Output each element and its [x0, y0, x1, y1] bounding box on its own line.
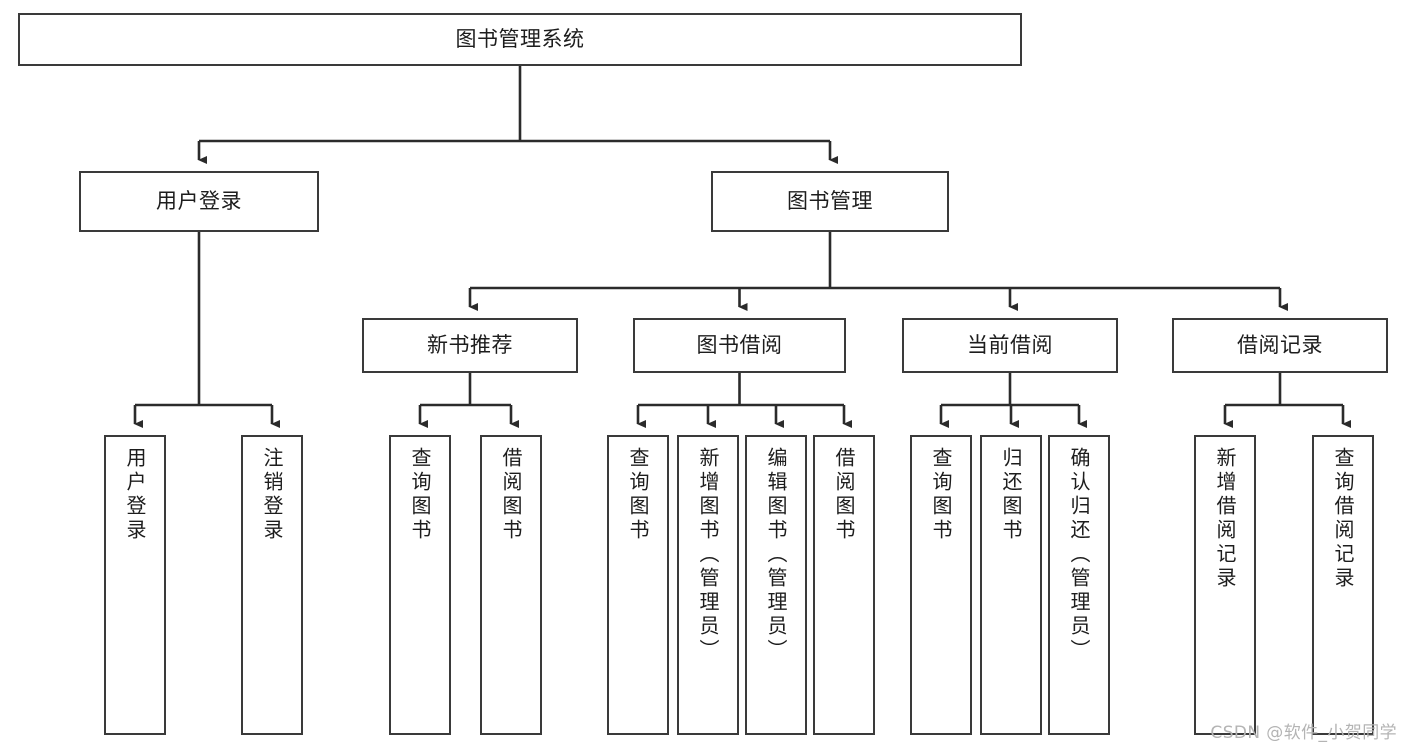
node-l3-c4[interactable]: 借阅图书 — [813, 435, 875, 735]
node-label: 图书借阅 — [696, 333, 783, 358]
watermark-label: CSDN @软件_小贺同学 — [1210, 723, 1397, 743]
node-l2-history[interactable]: 借阅记录 — [1172, 318, 1388, 373]
node-label: 编辑图书（管理员） — [764, 447, 788, 663]
node-l1-login[interactable]: 用户登录 — [79, 171, 319, 232]
node-label: 当前借阅 — [967, 333, 1053, 358]
node-l3-b2[interactable]: 借阅图书 — [480, 435, 542, 735]
node-label: 查询图书 — [929, 447, 953, 543]
node-label: 新增图书（管理员） — [696, 447, 720, 663]
node-l3-b1[interactable]: 查询图书 — [389, 435, 451, 735]
node-label: 查询借阅记录 — [1331, 447, 1355, 591]
node-label: 图书管理 — [787, 189, 873, 214]
node-l3-d1[interactable]: 查询图书 — [910, 435, 972, 735]
node-label: 借阅记录 — [1237, 333, 1323, 358]
node-root[interactable]: 图书管理系统 — [18, 13, 1022, 66]
node-label: 用户登录 — [123, 447, 147, 543]
node-label: 归还图书 — [999, 447, 1023, 543]
node-l1-book[interactable]: 图书管理 — [711, 171, 949, 232]
node-l3-e2[interactable]: 查询借阅记录 — [1312, 435, 1374, 735]
node-l2-borrow[interactable]: 图书借阅 — [633, 318, 846, 373]
node-label: 新书推荐 — [427, 333, 513, 358]
node-l2-newrec[interactable]: 新书推荐 — [362, 318, 578, 373]
node-label: 查询图书 — [408, 447, 432, 543]
node-label: 确认归还（管理员） — [1067, 447, 1091, 663]
node-label: 借阅图书 — [499, 447, 523, 543]
node-l3-a2[interactable]: 注销登录 — [241, 435, 303, 735]
node-label: 借阅图书 — [832, 447, 856, 543]
node-l3-d3[interactable]: 确认归还（管理员） — [1048, 435, 1110, 735]
node-l3-c1[interactable]: 查询图书 — [607, 435, 669, 735]
node-l3-d2[interactable]: 归还图书 — [980, 435, 1042, 735]
node-label: 图书管理系统 — [455, 27, 585, 52]
node-label: 查询图书 — [626, 447, 650, 543]
node-label: 新增借阅记录 — [1213, 447, 1237, 591]
node-l3-c3[interactable]: 编辑图书（管理员） — [745, 435, 807, 735]
node-label: 注销登录 — [260, 447, 284, 543]
node-l3-a1[interactable]: 用户登录 — [104, 435, 166, 735]
node-label: 用户登录 — [156, 189, 242, 214]
node-l3-e1[interactable]: 新增借阅记录 — [1194, 435, 1256, 735]
node-l3-c2[interactable]: 新增图书（管理员） — [677, 435, 739, 735]
node-l2-current[interactable]: 当前借阅 — [902, 318, 1118, 373]
